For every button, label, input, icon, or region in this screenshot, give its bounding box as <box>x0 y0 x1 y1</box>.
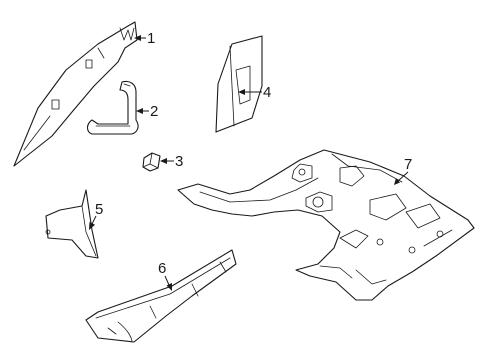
callout-5: 5 <box>89 201 103 230</box>
callout-label-2: 2 <box>150 103 158 120</box>
leader-line-7 <box>397 171 409 182</box>
part-4-trim-panel <box>215 35 263 133</box>
callout-4: 4 <box>238 84 271 101</box>
part-7-floor-panel <box>177 149 475 301</box>
callout-label-7: 7 <box>404 156 412 173</box>
leader-line-5 <box>91 215 97 225</box>
arrowhead-7 <box>394 178 400 185</box>
part-5-bracket-panel <box>45 189 99 259</box>
callout-1: 1 <box>134 30 155 47</box>
callout-7: 7 <box>394 156 412 185</box>
arrowhead-1 <box>134 35 141 41</box>
callout-label-4: 4 <box>263 84 271 101</box>
callout-label-3: 3 <box>175 153 183 170</box>
callout-3: 3 <box>160 153 183 170</box>
arrowhead-2 <box>136 108 143 114</box>
arrowhead-6 <box>166 283 172 291</box>
part-3-clip <box>142 152 161 172</box>
arrowhead-5 <box>89 222 95 230</box>
callout-2: 2 <box>136 103 158 120</box>
part-6-sill-plate <box>85 249 237 343</box>
leader-line-6 <box>164 275 170 286</box>
part-1-pillar-trim <box>13 21 138 167</box>
arrowhead-4 <box>238 89 245 95</box>
callout-6: 6 <box>158 260 172 291</box>
arrowhead-3 <box>160 158 167 164</box>
callout-label-6: 6 <box>158 260 166 277</box>
callout-label-1: 1 <box>147 30 155 47</box>
callout-label-5: 5 <box>95 201 103 218</box>
part-2-grab-handle <box>86 80 139 135</box>
